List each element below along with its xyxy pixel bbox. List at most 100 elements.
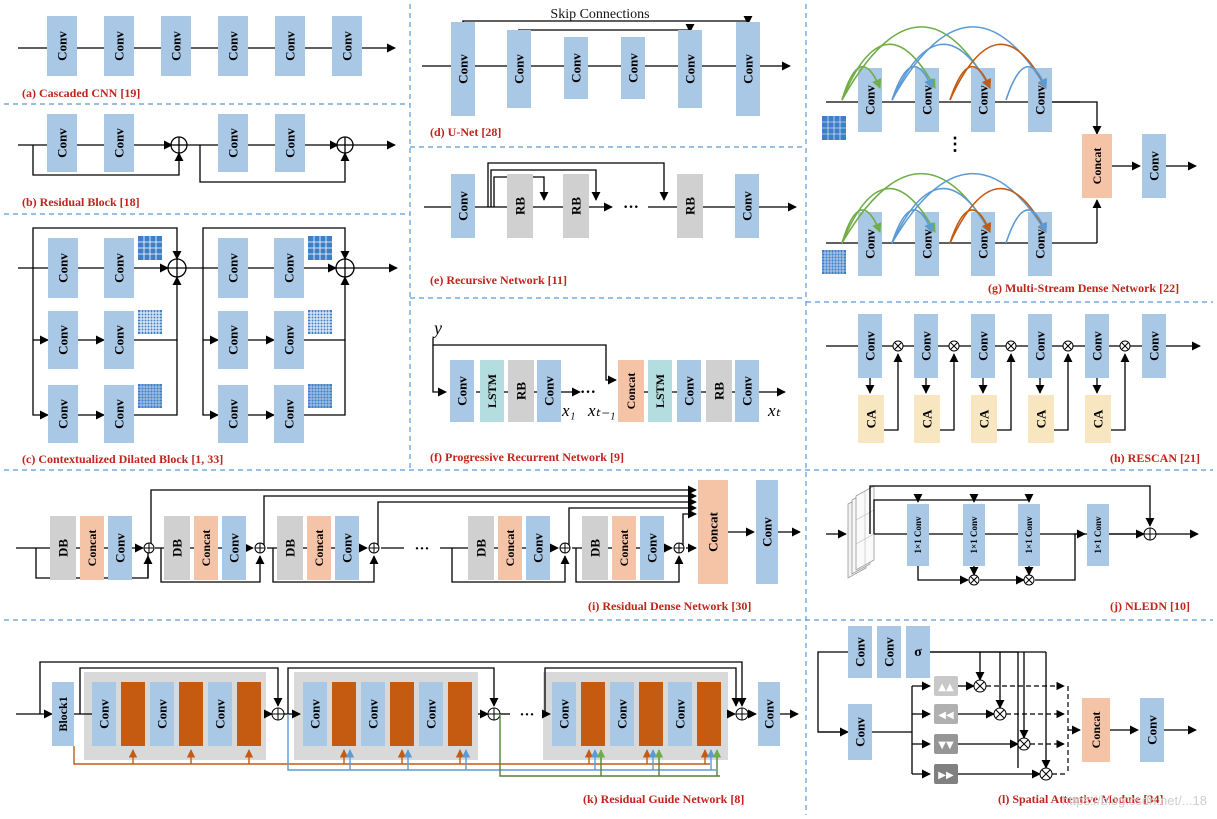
conv-block: Conv — [552, 682, 576, 746]
svg-text:Conv: Conv — [512, 54, 527, 84]
panel-dividers — [4, 4, 1213, 815]
db-block: DB — [468, 516, 494, 580]
multiply-node — [1062, 340, 1074, 352]
conv-block: Conv — [756, 480, 778, 584]
concat-block: Concat — [618, 360, 644, 422]
svg-text:LSTM: LSTM — [485, 374, 499, 408]
panel-u-net: Skip Connections Conv Conv Conv Conv Con… — [422, 7, 791, 139]
conv-block: Conv — [1085, 314, 1109, 378]
ellipsis: ··· — [580, 384, 596, 401]
direction-icon: ◀◀ — [934, 704, 958, 724]
conv-block: Conv — [104, 114, 134, 172]
panel-residual-dense-network: ··· DB Concat Conv DB Concat Conv DB Con… — [16, 480, 801, 613]
panel-nledn: 1×1 Conv 1×1 Conv 1×1 Conv 1×1 Conv (j) … — [826, 485, 1199, 613]
dilation-grid-icon — [308, 384, 332, 408]
conv-block: Conv — [736, 22, 760, 116]
conv-block: Conv — [104, 238, 134, 298]
svg-text:Conv: Conv — [557, 699, 572, 729]
conv-block: Conv — [275, 114, 305, 172]
svg-text:Conv: Conv — [155, 699, 170, 729]
guide-connections-green — [499, 714, 722, 777]
svg-text:Conv: Conv — [976, 85, 991, 115]
concat-block: Concat — [1082, 698, 1110, 762]
svg-text:Block1: Block1 — [56, 696, 70, 731]
panel-recursive-network: Conv RB RB ··· RB Conv (e) Recursive Net… — [424, 162, 797, 287]
rb-block: RB — [706, 360, 732, 422]
ellipsis: ··· — [414, 541, 429, 557]
conv-block: Conv — [218, 385, 248, 443]
conv-block: Conv — [450, 360, 474, 422]
watermark: https://blog.csdn.net/...18 — [1062, 793, 1207, 808]
svg-text:Conv: Conv — [920, 85, 935, 115]
sum-node — [559, 542, 571, 554]
sum-node — [487, 707, 501, 721]
db-block: DB — [164, 516, 190, 580]
rb-block: RB — [677, 174, 703, 238]
conv-block: Conv — [47, 16, 77, 76]
conv-block: Conv — [1140, 698, 1164, 762]
svg-text:1×1 Conv: 1×1 Conv — [1024, 516, 1034, 553]
panel-multi-stream-dense-network: Conv Conv Conv Conv ⋮ Conv Conv Conv Con… — [822, 26, 1197, 295]
conv-block: Conv — [848, 704, 872, 760]
block1: Block1 — [52, 682, 74, 746]
dilation-grid-icon — [138, 384, 162, 408]
caption-k: (k) Residual Guide Network [8] — [583, 792, 744, 806]
panel-contextualized-dilated-block: Conv Conv Conv Conv Conv Conv Conv Conv … — [18, 227, 398, 466]
conv-block: Conv — [877, 626, 901, 678]
concat-block: Concat — [80, 516, 104, 580]
svg-text:Conv: Conv — [762, 699, 777, 729]
sum-node — [335, 258, 355, 278]
conv-block: Conv — [1142, 134, 1166, 198]
svg-text:Conv: Conv — [213, 699, 228, 729]
svg-text:Conv: Conv — [113, 533, 128, 563]
svg-text:1×1 Conv: 1×1 Conv — [1093, 516, 1103, 553]
ca-block: CA — [914, 395, 940, 443]
sum-node — [368, 542, 380, 554]
ca-block: CA — [1028, 395, 1054, 443]
sum-node — [336, 136, 354, 154]
conv-block: Conv — [303, 682, 327, 746]
rb-block: RB — [507, 174, 533, 238]
conv-block: Conv — [914, 314, 938, 378]
caption-l: (l) Spatial Attentive Module [34] — [998, 792, 1163, 806]
svg-text:Conv: Conv — [226, 253, 241, 283]
svg-text:Conv: Conv — [456, 191, 471, 221]
svg-text:LSTM: LSTM — [653, 374, 667, 408]
conv-block: Conv — [507, 30, 531, 108]
ca-block: CA — [858, 395, 884, 443]
guide-block — [121, 682, 145, 746]
conv-block: Conv — [47, 114, 77, 172]
direction-icon: ▶▶ — [934, 764, 958, 784]
panel-rescan: Conv Conv Conv Conv Conv Conv CA CA CA C… — [826, 314, 1201, 465]
svg-text:1×1 Conv: 1×1 Conv — [913, 516, 923, 553]
svg-text:Conv: Conv — [740, 191, 755, 221]
conv-block: Conv — [621, 37, 645, 99]
conv-block: Conv — [218, 114, 248, 172]
label-xt: xₜ — [767, 401, 782, 420]
caption-b: (b) Residual Block [18] — [22, 195, 140, 209]
svg-text:RB: RB — [683, 197, 698, 215]
caption-j: (j) NLEDN [10] — [1110, 599, 1190, 613]
ca-block: CA — [1085, 395, 1111, 443]
conv-block: Conv — [218, 238, 248, 298]
dilation-grid-icon — [308, 236, 332, 260]
conv-block: Conv — [104, 16, 134, 76]
skip-connections-label: Skip Connections — [550, 7, 649, 22]
conv-block: Conv — [275, 16, 305, 76]
ca-block: CA — [971, 395, 997, 443]
svg-text:Concat: Concat — [706, 511, 721, 551]
conv-block: Conv — [735, 174, 759, 238]
svg-text:Conv: Conv — [615, 699, 630, 729]
svg-text:Conv: Conv — [1147, 331, 1162, 361]
conv1x1-block: 1×1 Conv — [907, 504, 929, 566]
svg-text:Conv: Conv — [919, 331, 934, 361]
dilation-grid-icon — [138, 236, 162, 260]
input-grid-icon — [822, 116, 846, 140]
conv-block: Conv — [222, 516, 246, 580]
multiply-node — [1039, 767, 1053, 781]
svg-text:RB: RB — [514, 382, 529, 400]
conv-block: Conv — [678, 30, 702, 108]
multiply-node — [1005, 340, 1017, 352]
svg-text:Conv: Conv — [456, 54, 471, 84]
svg-text:Conv: Conv — [682, 376, 697, 406]
